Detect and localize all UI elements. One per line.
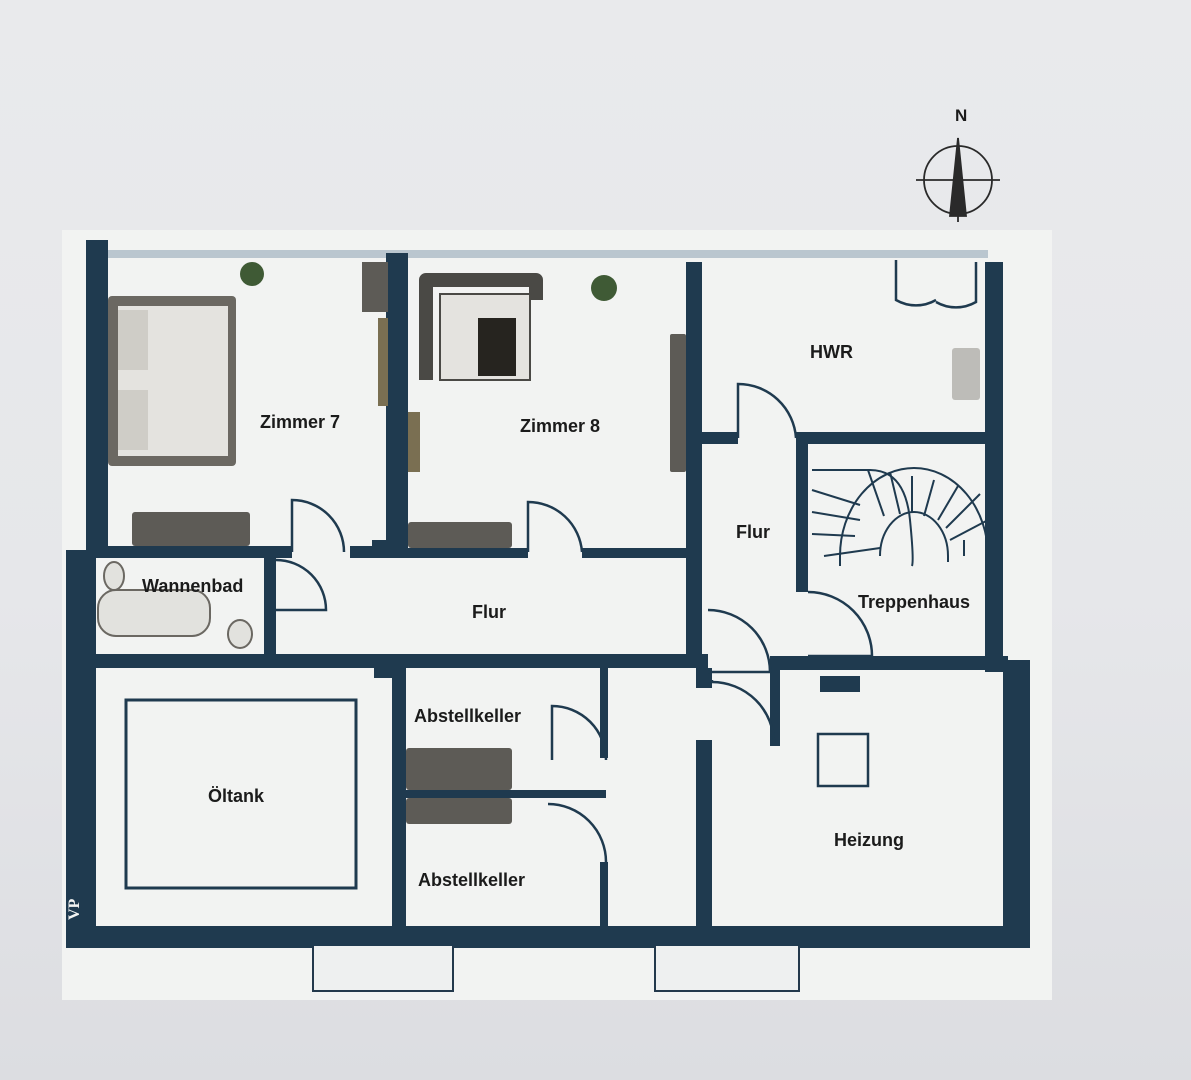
wall-hwr-bottom-right	[796, 432, 994, 444]
door-abstellkeller-bottom	[547, 802, 608, 863]
room-label-treppenhaus: Treppenhaus	[858, 592, 971, 612]
wall-zimmer8-hwr	[686, 262, 702, 667]
room-label-wannenbad: Wannenbad	[142, 576, 244, 596]
logo-mark: VP	[66, 898, 83, 920]
window-bay-left	[312, 946, 454, 992]
wall-bad-right	[264, 558, 276, 658]
door-wannenbad	[275, 558, 328, 612]
plants	[240, 262, 617, 301]
wall-zimmer8-bottom-right	[582, 548, 688, 558]
toilet	[227, 619, 253, 649]
wall-zimmer8-bottom-left	[408, 548, 528, 558]
bathtub	[97, 589, 211, 637]
wall-outer-right-lower	[1003, 660, 1030, 948]
room-label-heizung: Heizung	[834, 830, 904, 850]
stairs-treppenhaus	[811, 467, 989, 567]
door-abstellkeller-top	[550, 704, 608, 761]
wall-outer-left-lower	[66, 550, 96, 948]
wall-flur-bottom-right	[770, 656, 810, 670]
wall-outer-top	[86, 240, 108, 555]
wall-heizung-left-lower	[696, 740, 712, 928]
sink	[103, 561, 125, 591]
door-hwr-double	[894, 260, 978, 309]
door-zimmer7	[290, 498, 346, 553]
wall-zimmer7-8	[386, 253, 408, 558]
sofa	[419, 273, 543, 380]
room-label-zimmer7: Zimmer 7	[260, 412, 341, 432]
wall-keller-right-lower	[600, 862, 608, 928]
wall-hwr-bottom-left	[702, 432, 738, 444]
door-heizung	[710, 680, 776, 745]
door-hwr	[736, 382, 798, 439]
wall-flur-right	[770, 668, 780, 746]
door-zimmer8	[526, 500, 584, 553]
door-flur-upper	[707, 608, 772, 674]
heizung-boiler	[816, 732, 870, 788]
compass-icon	[916, 137, 1000, 222]
room-label-abstellkeller-top: Abstellkeller	[414, 706, 522, 726]
wall-treppenhaus-bottom	[808, 656, 1008, 670]
room-label-zimmer8: Zimmer 8	[520, 416, 601, 436]
furniture	[108, 262, 980, 824]
wall-top-thin	[108, 250, 988, 258]
room-label-flur-main: Flur	[472, 602, 506, 622]
wall-treppenhaus-left	[796, 432, 808, 592]
room-label-hwr: HWR	[810, 342, 853, 362]
wall-oeltank-right	[392, 668, 406, 928]
room-label-abstellkeller-bottom: Abstellkeller	[418, 870, 526, 890]
wall-keller-right	[600, 668, 608, 758]
wall-outer-right-upper	[985, 262, 1003, 672]
oeltank-outline	[124, 698, 358, 890]
room-label-oeltank: Öltank	[208, 786, 265, 806]
wall-outer-bottom	[66, 926, 1030, 948]
compass-north-label: N	[955, 106, 968, 125]
wall-keller-divider	[406, 790, 606, 798]
wall-zimmer7-bottom	[96, 546, 292, 558]
room-label-flur-upper: Flur	[736, 522, 770, 542]
wall-flur-bottom	[96, 654, 708, 668]
door-treppenhaus	[807, 590, 874, 658]
window-bay-right	[654, 946, 800, 992]
